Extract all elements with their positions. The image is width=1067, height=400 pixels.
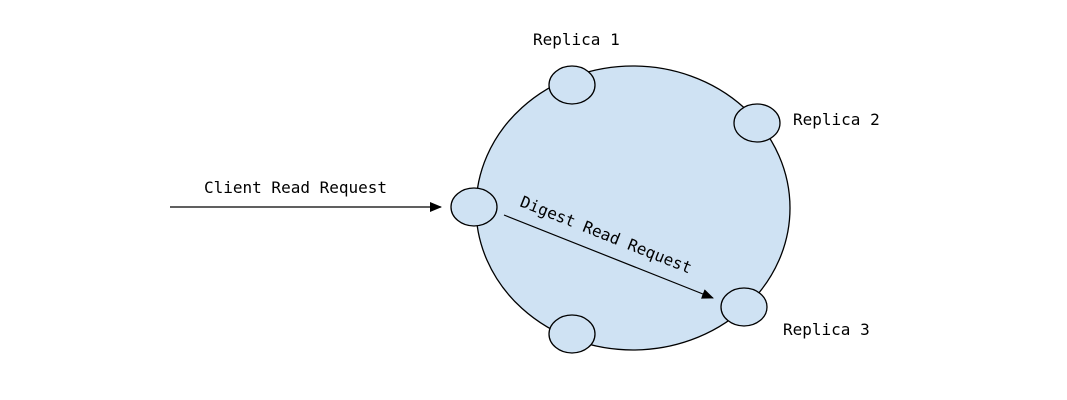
- replica-1-label: Replica 1: [533, 30, 620, 49]
- node-coordinator[interactable]: [450, 187, 498, 227]
- client-request-label: Client Read Request: [204, 178, 387, 197]
- node-replica-1[interactable]: [548, 65, 596, 105]
- node-replica-2[interactable]: [733, 103, 781, 143]
- node-replica-3[interactable]: [720, 287, 768, 327]
- replica-2-label: Replica 2: [793, 110, 880, 129]
- digest-request-arrow: [503, 214, 714, 299]
- node-bottom[interactable]: [548, 314, 596, 354]
- replica-3-label: Replica 3: [783, 320, 870, 339]
